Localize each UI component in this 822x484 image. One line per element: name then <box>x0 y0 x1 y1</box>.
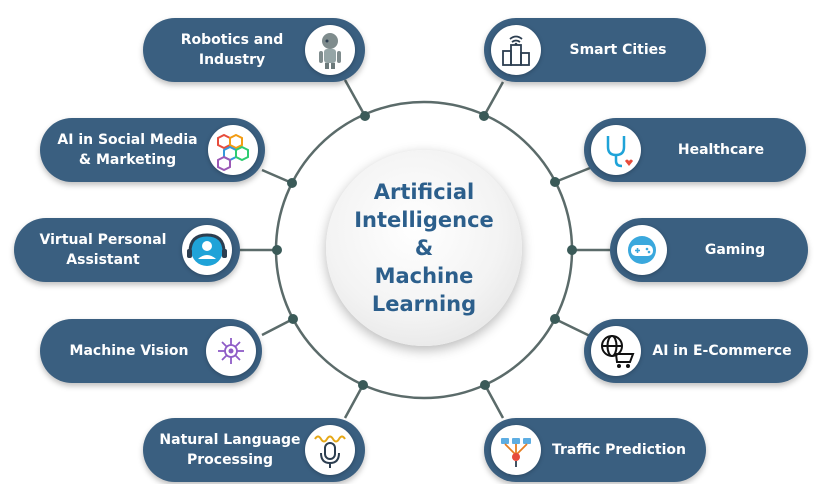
center-line: Artificial <box>373 180 475 204</box>
node-social <box>287 178 297 188</box>
cart-globe-icon <box>591 326 641 376</box>
pill-label: Robotics and Industry <box>180 32 284 68</box>
connector-healthcare <box>554 166 591 184</box>
pill-label: Traffic Prediction <box>551 442 686 458</box>
robot-icon <box>305 25 355 75</box>
pill-gaming: Gaming <box>610 218 808 282</box>
node-gaming <box>567 245 577 255</box>
center-line: & <box>414 236 434 260</box>
connector-traffic <box>483 384 505 419</box>
pill-robotics-and-industry: Robotics and Industry <box>143 18 365 82</box>
pill-label: Gaming <box>704 242 766 258</box>
pill-traffic-prediction: Traffic Prediction <box>484 418 706 482</box>
pill-label: AI in Social Media & Marketing <box>57 132 198 168</box>
center-line: Learning <box>371 292 477 316</box>
pill-virtual-personal-assistant: Virtual Personal Assistant <box>14 218 240 282</box>
node-assistant <box>272 245 282 255</box>
stethoscope-icon <box>591 125 641 175</box>
pill-label: AI in E-Commerce <box>652 343 792 359</box>
connector-nlp <box>343 384 365 419</box>
connector-ecommerce <box>554 317 591 338</box>
node-smartcities <box>479 111 489 121</box>
node-vision <box>288 314 298 324</box>
gamepad-icon <box>617 225 667 275</box>
node-ecommerce <box>550 314 560 324</box>
center-title: Artificial Intelligence & Machine Learni… <box>326 150 522 346</box>
pill-machine-vision: Machine Vision <box>40 319 262 383</box>
social-media-icon <box>208 125 258 175</box>
center-circle <box>326 150 522 346</box>
center-line: Machine <box>374 264 474 288</box>
node-traffic <box>480 380 490 390</box>
node-robotics <box>360 111 370 121</box>
connector-robotics <box>343 79 367 117</box>
pill-social-media-marketing: AI in Social Media & Marketing <box>40 118 265 182</box>
city-wifi-icon <box>491 25 541 75</box>
microphone-icon <box>305 425 355 475</box>
connector-vision <box>261 317 294 337</box>
pill-label: Virtual Personal Assistant <box>39 232 167 268</box>
pill-natural-language-processing: Natural Language Processing <box>143 418 365 482</box>
circuit-eye-icon <box>206 326 256 376</box>
network-icon <box>491 425 541 475</box>
connector-smartcities <box>482 81 505 117</box>
pill-label: Smart Cities <box>569 42 667 58</box>
pill-label: Natural Language Processing <box>159 432 301 468</box>
center-line: Intelligence <box>354 208 494 232</box>
pill-healthcare: Healthcare <box>584 118 806 182</box>
node-nlp <box>358 380 368 390</box>
node-healthcare <box>550 177 560 187</box>
connector-social <box>261 168 293 185</box>
pill-smart-cities: Smart Cities <box>484 18 706 82</box>
headset-assistant-icon <box>182 225 232 275</box>
pill-ai-in-e-commerce: AI in E-Commerce <box>584 319 808 383</box>
pill-label: Machine Vision <box>69 343 189 359</box>
pill-label: Healthcare <box>677 142 765 158</box>
